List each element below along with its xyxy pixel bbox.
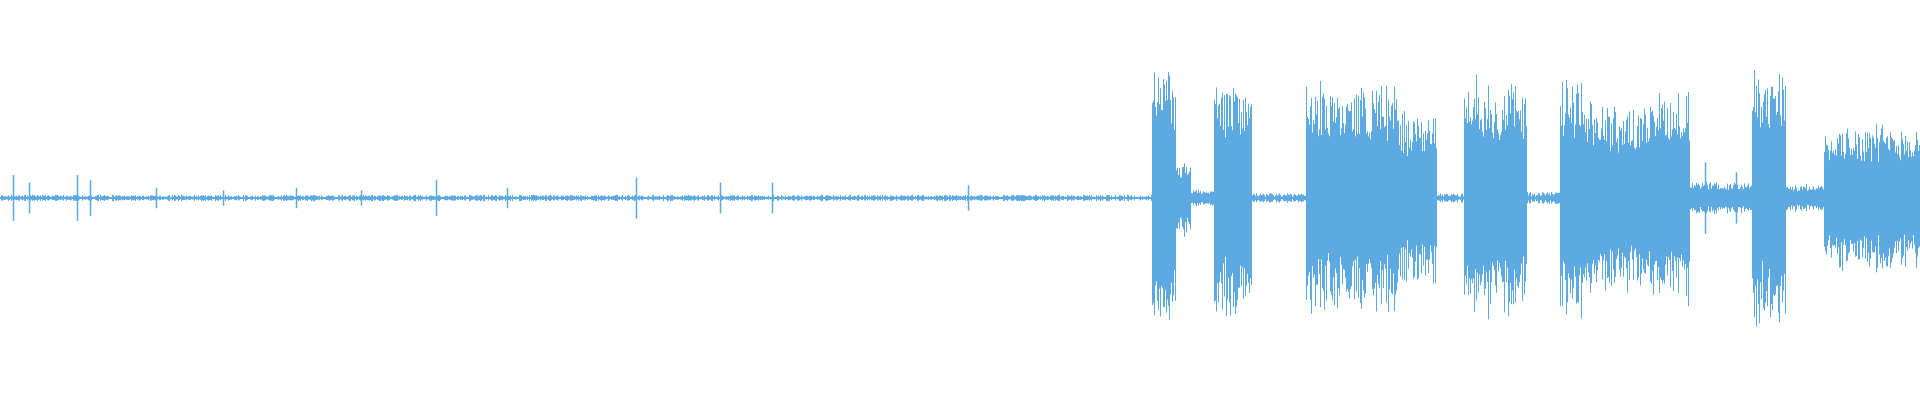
audio-waveform [0,70,1920,327]
waveform-canvas [0,70,1920,327]
